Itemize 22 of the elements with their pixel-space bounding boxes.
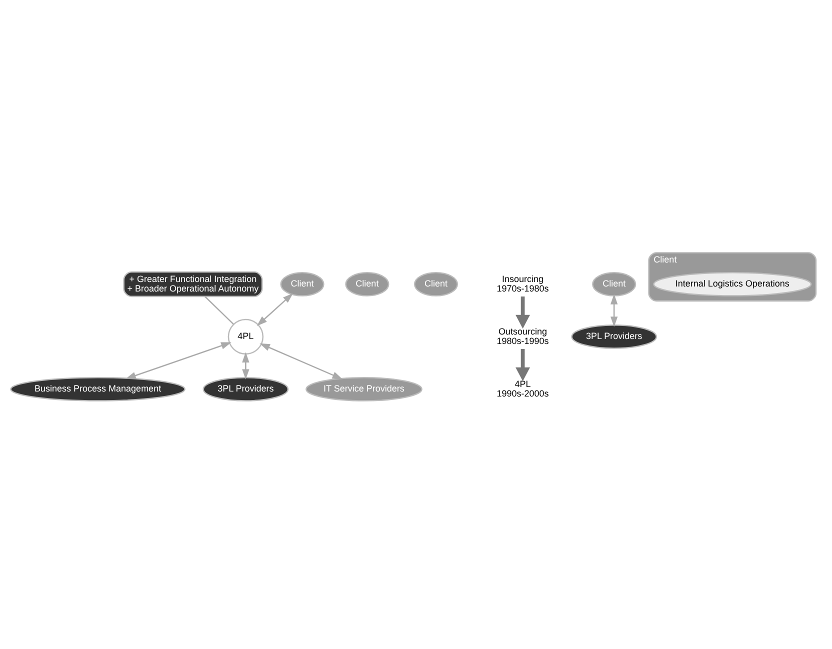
arrow (516, 348, 530, 382)
node-text: Outsourcing 1980s-1990s (496, 326, 549, 346)
node-ellipse: Client (414, 272, 458, 296)
node-ellipse: Client (592, 272, 636, 296)
node-text: Insourcing 1970s-1980s (496, 274, 549, 294)
node-ellipse: 3PL Providers (202, 377, 289, 402)
node-text: 4PL 1990s-2000s (496, 378, 549, 398)
arrow (126, 342, 232, 379)
node-ellipse: 3PL Providers (571, 324, 658, 349)
arrow (256, 293, 294, 326)
node-ellipse: Client (280, 272, 324, 296)
arrow (242, 352, 250, 380)
node-ellipse: Internal Logistics Operations (653, 272, 812, 296)
node-ellipse: IT Service Providers (306, 377, 422, 402)
connector (204, 296, 234, 325)
node-ellipse: Business Process Management (10, 377, 186, 402)
node-box: + Greater Functional Integration + Broader Operational Autonomy (123, 271, 263, 298)
arrow (516, 296, 530, 329)
node-circle: 4PL (228, 318, 264, 355)
node-ellipse: Client (345, 272, 390, 296)
arrow (260, 343, 343, 380)
arrow (610, 294, 618, 327)
